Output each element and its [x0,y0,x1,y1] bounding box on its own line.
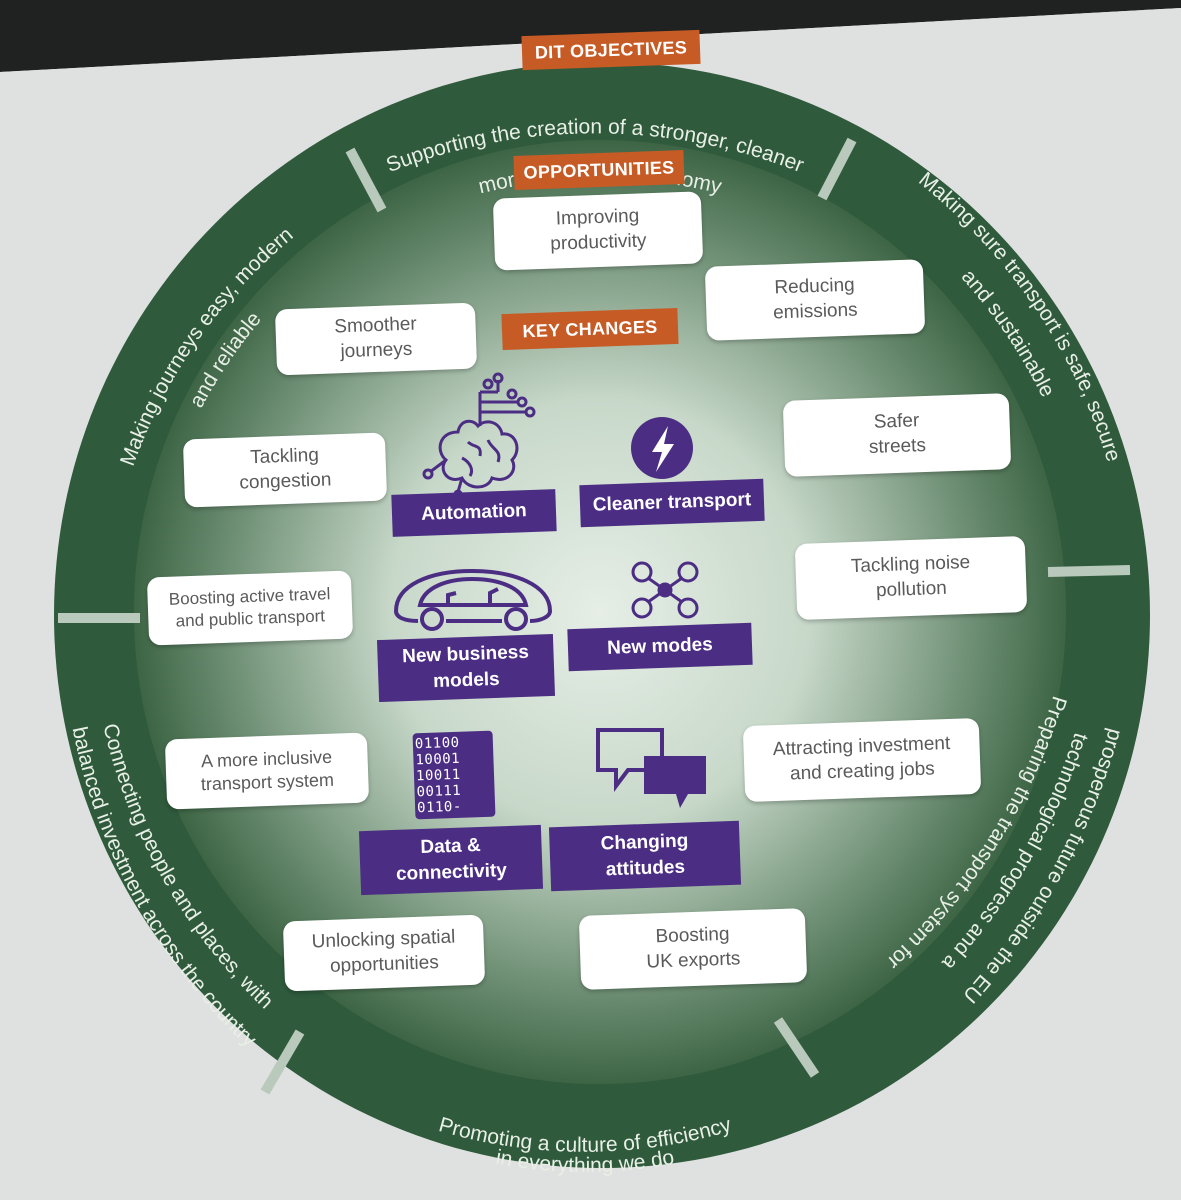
lightning-icon [631,417,693,479]
change-data-connectivity: Data & connectivity [358,824,544,896]
opportunity-inclusive-transport: A more inclusive transport system [164,732,370,810]
key-changes-tag: KEY CHANGES [501,307,679,351]
speech-bubbles-icon [596,728,706,808]
drone-icon [631,561,699,619]
opportunity-reducing-emissions: Reducing emissions [704,259,926,341]
opportunity-boosting-active-travel: Boosting active travel and public transp… [146,570,354,646]
binary-row: 0110- [416,798,463,817]
opportunity-smoother-journeys: Smoother journeys [274,302,478,376]
opportunity-unlocking-spatial: Unlocking spatial opportunities [282,914,486,992]
opportunity-tackling-congestion: Tackling congestion [182,432,388,508]
dit-objectives-tag: DIT OBJECTIVES [521,29,701,71]
opportunity-boosting-uk-exports: Boosting UK exports [578,908,808,990]
brain-circuit-icon [422,372,536,496]
opportunity-attracting-investment: Attracting investment and creating jobs [742,717,982,803]
opportunities-tag: OPPORTUNITIES [513,150,685,190]
change-new-business-models: New business models [376,633,556,703]
binary-data-icon: 01100 10001 10011 00111 0110- [412,730,496,820]
change-new-modes: New modes [567,622,753,672]
change-changing-attitudes: Changing attitudes [548,820,742,892]
change-automation: Automation [391,489,557,537]
autonomous-car-icon [394,568,553,631]
change-cleaner-transport: Cleaner transport [579,478,765,528]
opportunity-improving-productivity: Improving productivity [492,191,704,271]
opportunity-tackling-noise-pollution: Tackling noise pollution [794,536,1028,620]
ring-dividers [58,137,1131,1095]
opportunity-safer-streets: Safer streets [782,393,1012,477]
